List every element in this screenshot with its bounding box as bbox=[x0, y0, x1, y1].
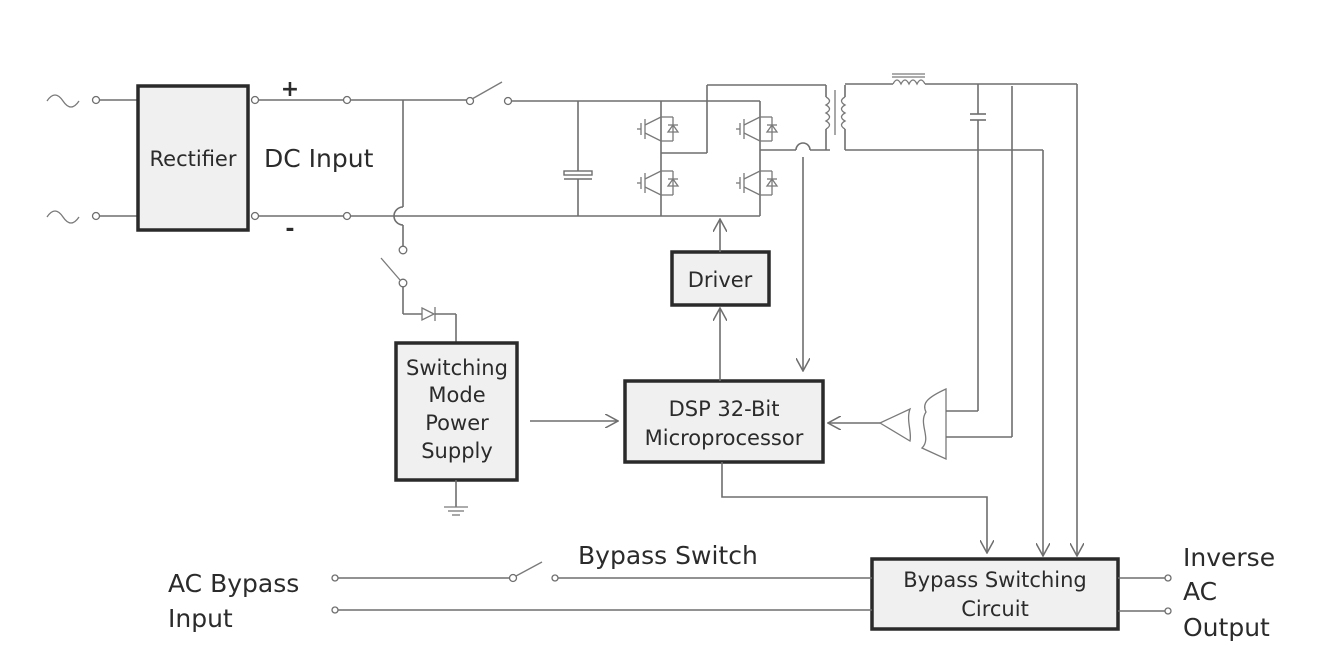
minus-sign: - bbox=[285, 217, 294, 242]
ac-bypass-input-lines bbox=[331, 561, 872, 614]
smps-label-4: Supply bbox=[421, 439, 493, 463]
smps-feed-line bbox=[380, 100, 422, 315]
igbt-icon bbox=[637, 116, 680, 142]
bypass-switch-label: Bypass Switch bbox=[578, 541, 758, 570]
igbt-icon bbox=[736, 116, 779, 142]
igbt-switches bbox=[637, 116, 779, 196]
dc-input-label: DC Input bbox=[264, 144, 374, 173]
inverse-ac-label-2: AC bbox=[1183, 577, 1217, 606]
plus-sign: + bbox=[281, 77, 299, 102]
diode-symbol bbox=[421, 306, 457, 343]
igbt-h-bridge bbox=[660, 84, 830, 216]
igbt-icon bbox=[736, 170, 779, 196]
rectifier-label: Rectifier bbox=[150, 147, 237, 171]
inverse-ac-output-lines bbox=[1118, 574, 1172, 615]
ground-icon bbox=[444, 480, 468, 516]
dsp-label-1: DSP 32-Bit bbox=[669, 397, 780, 421]
bypass-circuit-label-1: Bypass Switching bbox=[903, 568, 1087, 592]
ac-bypass-label-1: AC Bypass bbox=[168, 569, 299, 598]
driver-block bbox=[670, 250, 771, 307]
comparator-symbol bbox=[828, 387, 1012, 461]
output-filter bbox=[845, 73, 1077, 437]
ac-source-bottom bbox=[46, 210, 138, 224]
smps-label-3: Power bbox=[425, 411, 489, 435]
igbt-icon bbox=[637, 170, 680, 196]
bypass-circuit-label-2: Circuit bbox=[961, 597, 1029, 621]
dsp-label-2: Microprocessor bbox=[645, 426, 804, 450]
dc-positive-rail bbox=[250, 81, 760, 106]
smps-label-1: Switching bbox=[406, 356, 508, 380]
transformer bbox=[824, 85, 847, 150]
smps-label-2: Mode bbox=[428, 383, 485, 407]
inverse-ac-label-1: Inverse bbox=[1183, 543, 1275, 572]
rectifier-block bbox=[136, 84, 250, 232]
ac-source-top bbox=[46, 94, 138, 108]
dc-capacitor bbox=[563, 101, 593, 216]
dsp-to-bypass-arrow bbox=[721, 462, 987, 553]
bypass-switching-block bbox=[870, 557, 1120, 631]
driver-label: Driver bbox=[688, 268, 753, 292]
ac-bypass-label-2: Input bbox=[168, 604, 233, 633]
dsp-block bbox=[623, 379, 825, 464]
dc-negative-rail bbox=[250, 211, 760, 221]
inverse-ac-label-3: Output bbox=[1183, 613, 1270, 642]
